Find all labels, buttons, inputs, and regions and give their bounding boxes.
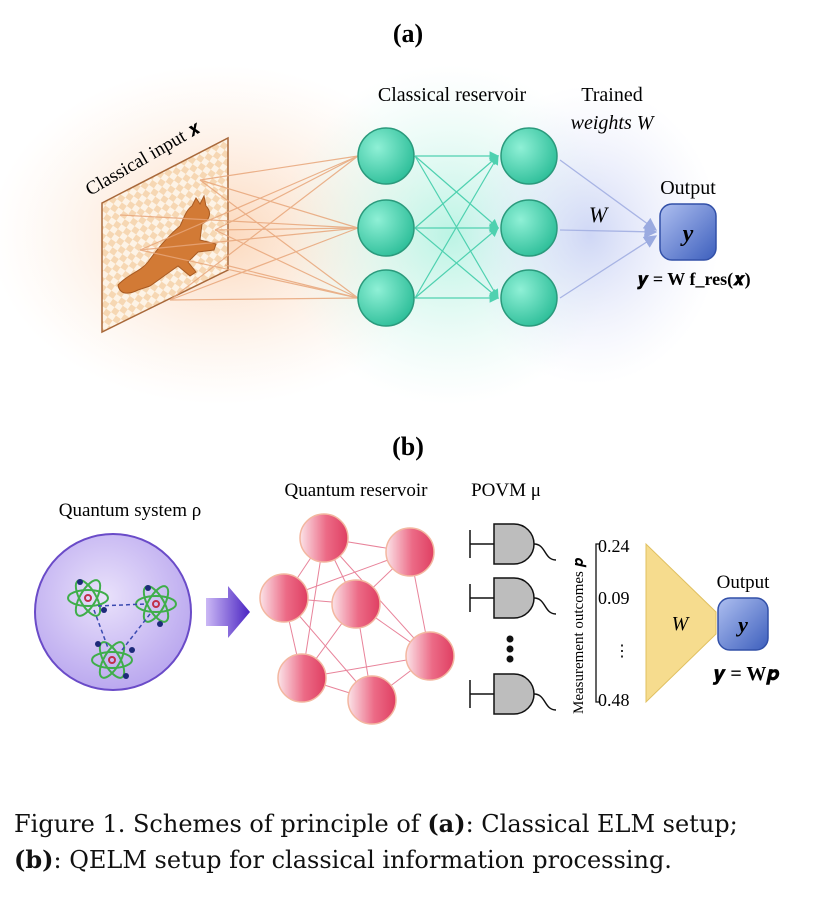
output-symbol-a: y [680,221,694,247]
weights-trapezoid [645,542,717,704]
detector-ellipsis-icon [506,635,514,663]
reservoir-node [500,269,558,327]
reservoir-node [500,127,558,185]
caption-a-text: : Classical ELM setup; [465,810,738,838]
w-label-b: W [672,613,691,635]
quantum-node [259,573,309,623]
outcome-top: 0.24 [598,536,630,556]
output-box-b [717,597,769,651]
cat-icon [117,194,217,294]
panel-b-label: (b) [392,432,424,461]
classical-reservoir-label: Classical reservoir [378,84,527,106]
quantum-node [347,675,397,725]
quantum-node [277,653,327,703]
reservoir-node [500,199,558,257]
caption-b-text: : QELM setup for classical information p… [53,846,672,874]
caption-a-ref: (a) [427,809,466,838]
output-box-a [659,203,717,261]
output-symbol-b: y [735,612,748,637]
detector-icon [469,523,557,565]
caption-b-ref: (b) [14,845,54,874]
detector-icon [469,673,557,715]
output-title-a: Output [660,177,716,199]
quantum-node [405,631,455,681]
quantum-system-label: Quantum system ρ [59,500,201,521]
equation-b: 𝒚 = W𝒑 [712,663,779,685]
w-label-a: W [589,202,609,227]
panel-a-label: (a) [393,19,423,48]
reservoir-connections [414,151,500,303]
quantum-node [385,527,435,577]
povm-label: POVM μ [471,480,541,501]
weight-connections [559,159,658,299]
input-connections [119,155,359,301]
trained-weights-label-line1: Trained [581,84,642,106]
output-title-b: Output [717,572,771,593]
quantum-reservoir-label: Quantum reservoir [285,480,429,501]
measurement-axis-label: Measurement outcomes 𝒑 [571,557,587,714]
reservoir-node [357,269,415,327]
outcome-bottom: 0.48 [598,690,630,710]
entanglement-links [93,603,151,651]
atom-icon [91,641,133,679]
quantum-node [331,579,381,629]
quantum-system [34,533,192,691]
trained-weights-label-line2: weights W [571,112,656,134]
figure-caption: Figure 1. Schemes of principle of (a): C… [14,806,814,878]
detector-icon [469,577,557,619]
reservoir-node [357,199,415,257]
outcome-mid: 0.09 [598,588,630,608]
reservoir-node [357,127,415,185]
flow-arrow-icon [206,586,250,638]
outcome-dots: ⋮ [614,643,630,660]
caption-prefix: Figure 1. Schemes of principle of [14,810,428,838]
quantum-reservoir-nodes [259,513,455,725]
quantum-node [299,513,349,563]
equation-a: 𝒚 = W f_res(𝒙) [636,269,750,290]
outcome-bracket [595,543,600,703]
classical-reservoir-nodes [357,127,558,327]
